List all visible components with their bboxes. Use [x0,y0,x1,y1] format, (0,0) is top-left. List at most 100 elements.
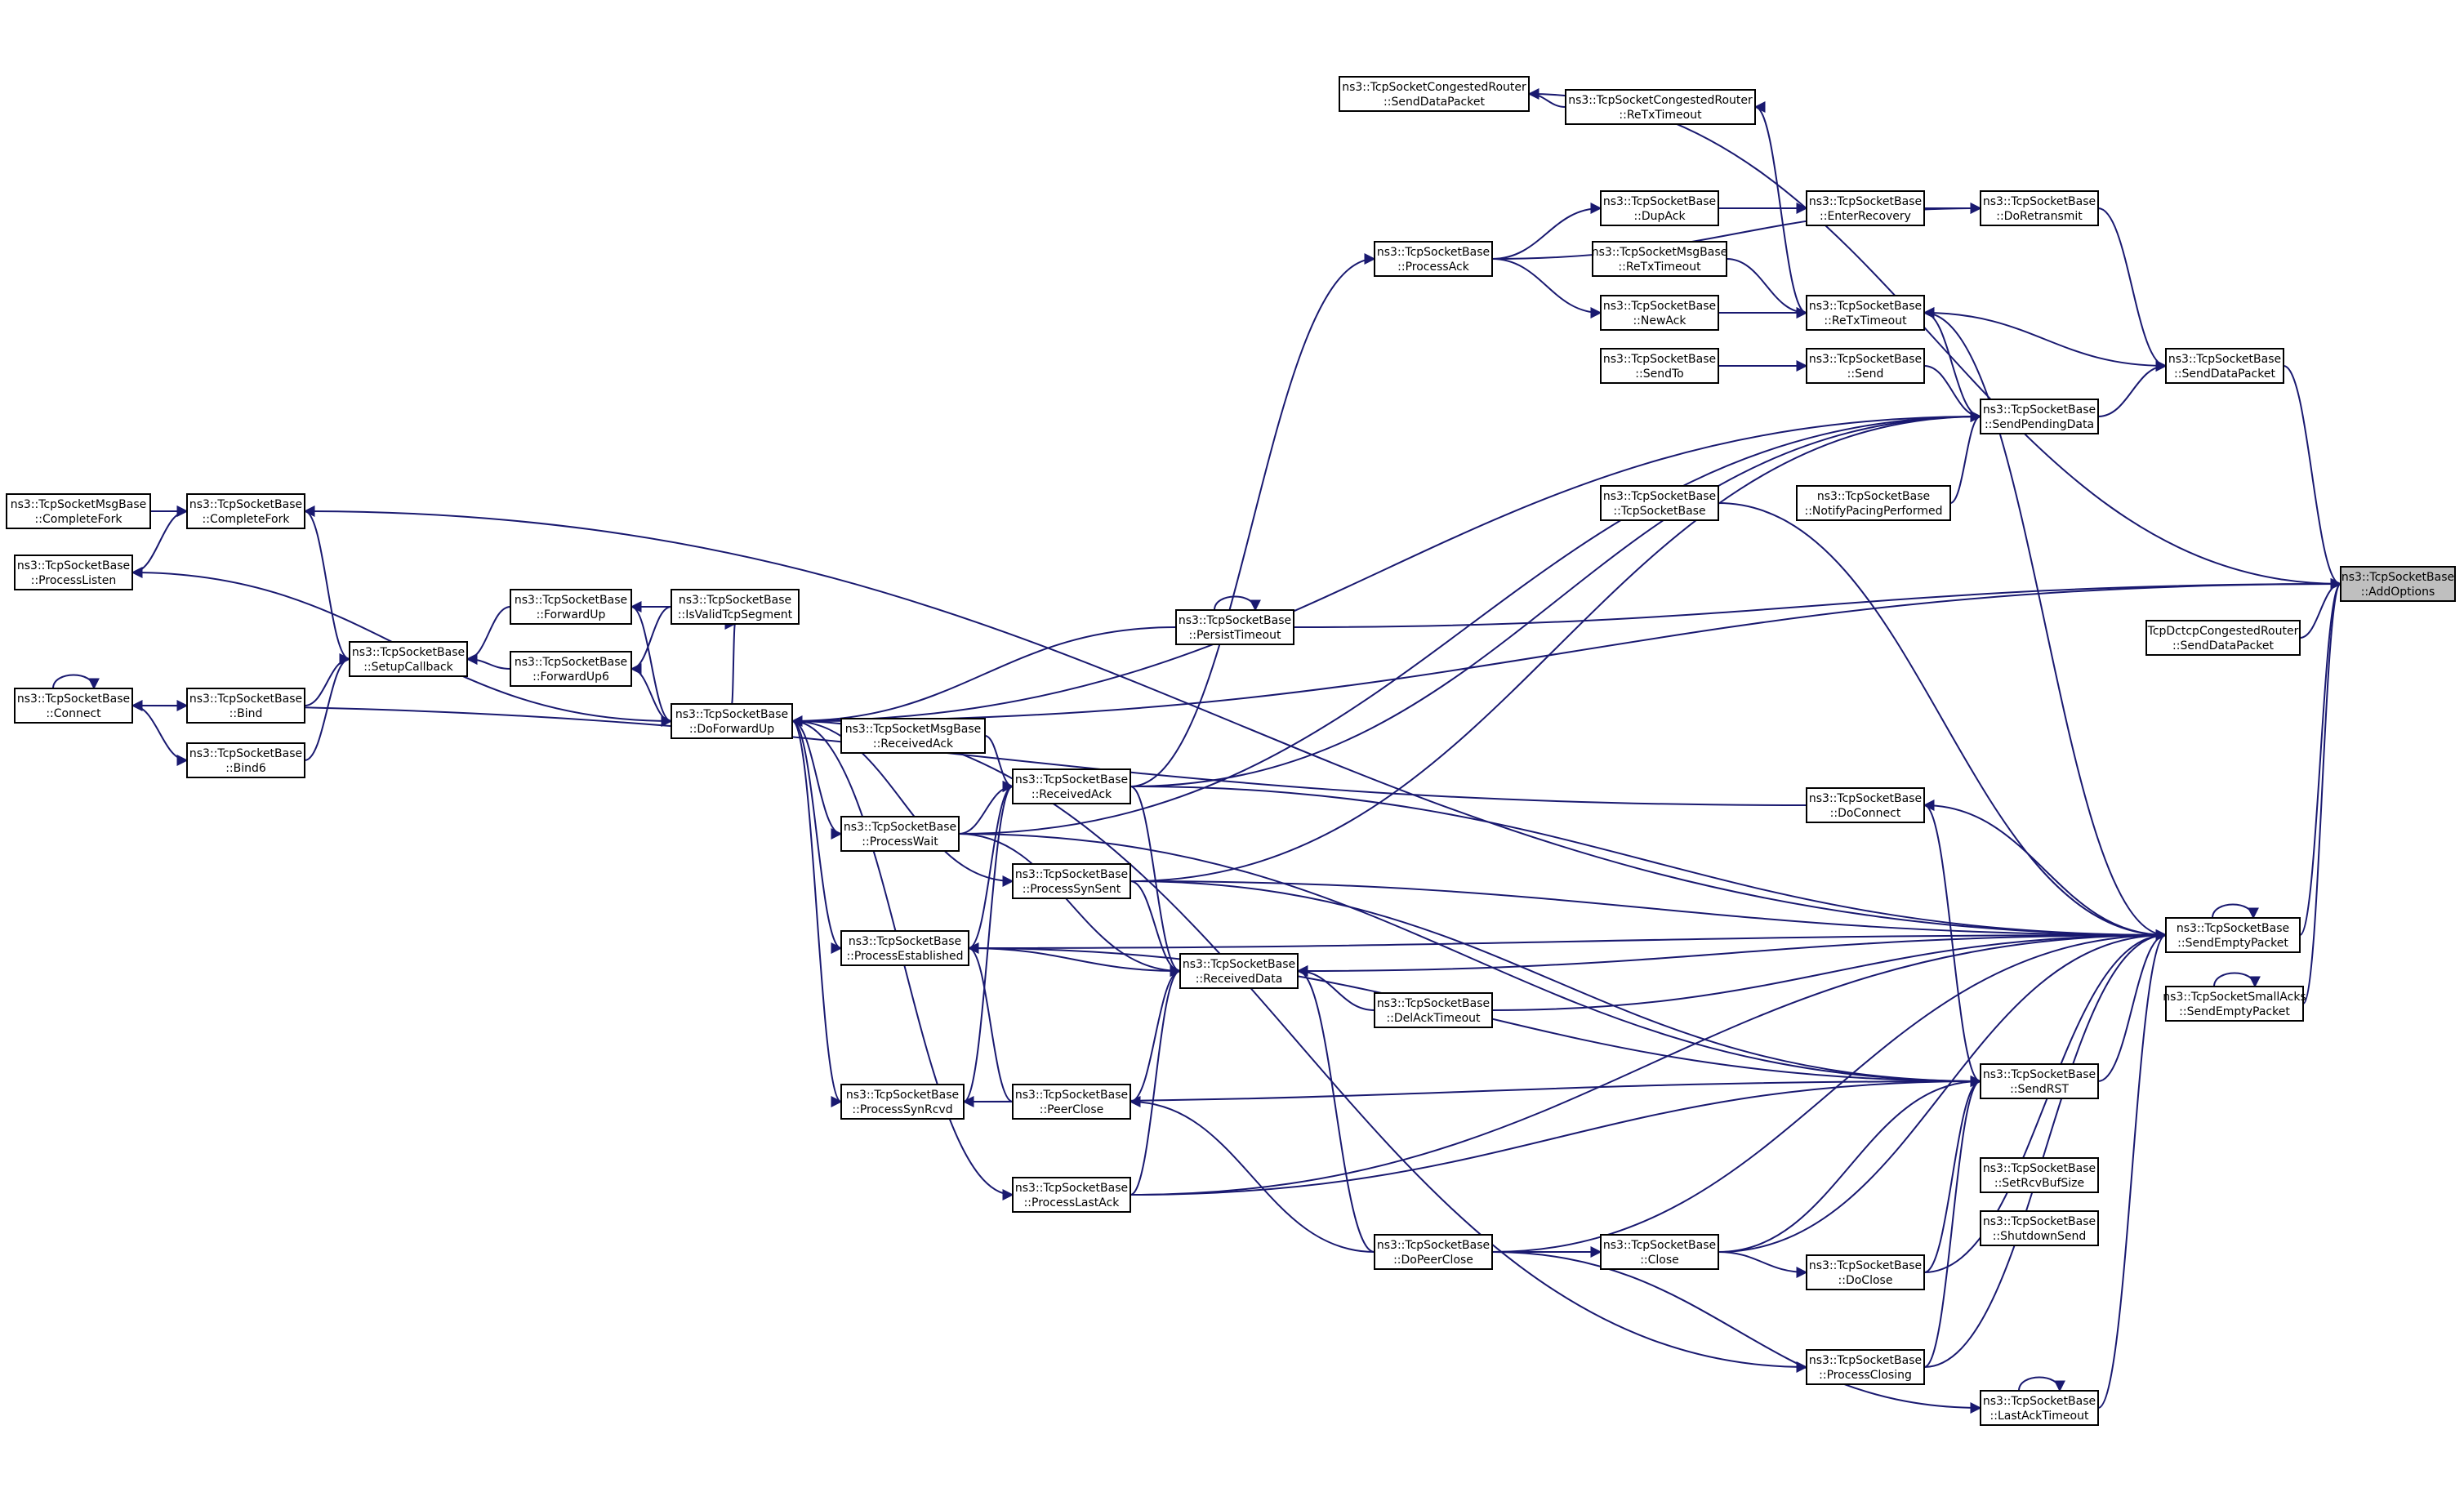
node-class-label: ns3::TcpSocketSmallAcks [2163,991,2306,1004]
node-box [840,816,960,852]
node-msg-re-tx[interactable]: ns3::TcpSocketMsgBase::ReTxTimeout [1592,241,1727,277]
node-persist-timeout[interactable]: ns3::TcpSocketBase::PersistTimeout [1175,609,1294,645]
node-class-label: ns3::TcpSocketMsgBase [1592,246,1727,259]
node-class-label: ns3::TcpSocketBase [17,559,130,572]
edge-ProcessLastAck-to-ReceivedData [1130,965,1182,1196]
node-dctcp-send-data[interactable]: TcpDctcpCongestedRouter::SendDataPacket [2145,620,2301,656]
node-class-label: ns3::TcpSocketBase [1983,195,2096,208]
node-peer-close[interactable]: ns3::TcpSocketBase::PeerClose [1012,1084,1131,1120]
node-is-valid-tcp[interactable]: ns3::TcpSocketBase::IsValidTcpSegment [671,589,800,625]
node-send-empty-packet[interactable]: ns3::TcpSocketBase::SendEmptyPacket [2165,917,2301,953]
node-send-to[interactable]: ns3::TcpSocketBase::SendTo [1600,348,1719,384]
node-set-rcv-buf-size[interactable]: ns3::TcpSocketBase::SetRcvBufSize [1980,1157,2099,1193]
edge-ProcessSynSent-to-SendPendingData [1130,411,1982,882]
node-method-label: ::ProcessAck [1397,261,1470,274]
node-msg-complete-fork[interactable]: ns3::TcpSocketMsgBase::CompleteFork [6,493,151,529]
node-send-rst[interactable]: ns3::TcpSocketBase::SendRST [1980,1063,2099,1099]
edge-PersistTimeout-to-AddOptions [1293,578,2342,628]
node-class-label: ns3::TcpSocketBase [1809,195,1922,208]
node-received-data[interactable]: ns3::TcpSocketBase::ReceivedData [1179,953,1299,989]
node-do-retransmit[interactable]: ns3::TcpSocketBase::DoRetransmit [1980,190,2099,226]
node-box [1806,190,1925,226]
node-do-peer-close[interactable]: ns3::TcpSocketBase::DoPeerClose [1374,1234,1493,1270]
edge-ProcessEstablished-to-ReceivedAck [968,781,1014,949]
node-box [671,589,800,625]
edge-ProcessAck-to-DupAck [1491,203,1602,260]
node-class-label: ns3::TcpSocketMsgBase [11,498,146,511]
node-method-label: ::DupAck [1633,210,1686,223]
edge-MsgReTx-to-ReTxTimeout [1726,258,1808,318]
node-msg-received-ack[interactable]: ns3::TcpSocketMsgBase::ReceivedAck [840,718,986,754]
node-method-label: ::ReceivedAck [873,737,954,751]
node-process-established[interactable]: ns3::TcpSocketBase::ProcessEstablished [840,930,969,966]
node-forward-up[interactable]: ns3::TcpSocketBase::ForwardUp [510,589,632,625]
node-process-closing[interactable]: ns3::TcpSocketBase::ProcessClosing [1806,1349,1925,1385]
node-dup-ack[interactable]: ns3::TcpSocketBase::DupAck [1600,190,1719,226]
node-process-listen[interactable]: ns3::TcpSocketBase::ProcessListen [14,555,133,590]
node-small-acks[interactable]: ns3::TcpSocketSmallAcks::SendEmptyPacket [2163,986,2306,1022]
node-cong-router-re-tx[interactable]: ns3::TcpSocketCongestedRouter::ReTxTimeo… [1565,89,1756,125]
node-process-ack[interactable]: ns3::TcpSocketBase::ProcessAck [1374,241,1493,277]
edge-ProcessWait-to-SendPendingData [958,411,1982,835]
node-method-label: ::ProcessSynSent [1023,883,1121,896]
node-process-last-ack[interactable]: ns3::TcpSocketBase::ProcessLastAck [1012,1177,1131,1213]
node-class-label: TcpDctcpCongestedRouter [2147,625,2299,638]
node-send-data-packet[interactable]: ns3::TcpSocketBase::SendDataPacket [2165,348,2284,384]
node-new-ack[interactable]: ns3::TcpSocketBase::NewAck [1600,295,1719,331]
node-process-syn-sent[interactable]: ns3::TcpSocketBase::ProcessSynSent [1012,863,1131,899]
node-enter-recovery[interactable]: ns3::TcpSocketBase::EnterRecovery [1806,190,1925,226]
edge-DoForwardUp-to-ProcessSynSent [791,720,1014,887]
node-notify-pacing[interactable]: ns3::TcpSocketBase::NotifyPacingPerforme… [1796,485,1951,521]
node-add-options[interactable]: ns3::TcpSocketBase::AddOptions [2340,566,2456,602]
node-class-label: ns3::TcpSocketBase [1603,490,1716,503]
node-method-label: ::IsValidTcpSegment [678,608,793,621]
node-close[interactable]: ns3::TcpSocketBase::Close [1600,1234,1719,1270]
node-cong-router-send-data[interactable]: ns3::TcpSocketCongestedRouter::SendDataP… [1339,76,1530,112]
nodes-layer: ns3::TcpSocketBase::AddOptionsns3::TcpSo… [6,76,2456,1426]
node-re-tx-timeout[interactable]: ns3::TcpSocketBase::ReTxTimeout [1806,295,1925,331]
edge-CongRouterReTx-to-CongRouterSendData [1527,88,1566,108]
node-bind[interactable]: ns3::TcpSocketBase::Bind [186,688,305,724]
node-process-syn-rcvd[interactable]: ns3::TcpSocketBase::ProcessSynRcvd [840,1084,965,1120]
node-do-close[interactable]: ns3::TcpSocketBase::DoClose [1806,1254,1925,1290]
node-class-label: ns3::TcpSocketBase [515,594,627,607]
edge-DoForwardUp-to-ProcessWait [791,720,843,840]
node-class-label: ns3::TcpSocketBase [1983,403,2096,416]
node-send-pending-data[interactable]: ns3::TcpSocketBase::SendPendingData [1980,399,2099,434]
node-shutdown-send[interactable]: ns3::TcpSocketBase::ShutdownSend [1980,1210,2099,1246]
node-class-label: ns3::TcpSocketBase [679,594,791,607]
node-class-label: ns3::TcpSocketBase [1983,1215,2096,1228]
node-connect[interactable]: ns3::TcpSocketBase::Connect [14,688,133,724]
node-box [1980,399,2099,434]
node-method-label: ::SetupCallback [363,661,453,674]
node-class-label: ns3::TcpSocketBase [515,656,627,669]
node-del-ack-timeout[interactable]: ns3::TcpSocketBase::DelAckTimeout [1374,992,1493,1028]
node-class-label: ns3::TcpSocketBase [17,693,130,706]
node-complete-fork[interactable]: ns3::TcpSocketBase::CompleteFork [186,493,305,529]
node-do-connect[interactable]: ns3::TcpSocketBase::DoConnect [1806,787,1925,823]
node-last-ack-timeout[interactable]: ns3::TcpSocketBase::LastAckTimeout [1980,1390,2099,1426]
node-method-label: ::ProcessClosing [1819,1369,1912,1382]
node-forward-up6[interactable]: ns3::TcpSocketBase::ForwardUp6 [510,651,632,687]
node-box [1980,1390,2099,1426]
node-bind6[interactable]: ns3::TcpSocketBase::Bind6 [186,742,305,778]
edge-DoPeerClose-to-ReceivedData [1296,965,1375,1253]
edge-DoConnect-to-Connect [131,700,1807,806]
node-box [1339,76,1530,112]
node-box [1806,1254,1925,1290]
edge-DoForwardUp-to-IsValidTcp [724,618,737,705]
edge-DoForwardUp-to-ProcessClosing [791,720,1808,1373]
node-method-label: ::ProcessSynRcvd [852,1103,952,1116]
edge-DoForwardUp-to-ProcessEstablished [791,720,843,954]
node-do-forward-up[interactable]: ns3::TcpSocketBase::DoForwardUp [671,703,793,739]
node-box [2145,620,2301,656]
node-method-label: ::DelAckTimeout [1386,1012,1481,1025]
node-process-wait[interactable]: ns3::TcpSocketBase::ProcessWait [840,816,960,852]
edge-ProcessSynSent-to-SendRST [1130,880,1982,1087]
node-send[interactable]: ns3::TcpSocketBase::Send [1806,348,1925,384]
node-box [6,493,151,529]
node-received-ack[interactable]: ns3::TcpSocketBase::ReceivedAck [1012,768,1131,804]
node-ctor[interactable]: ns3::TcpSocketBase::TcpSocketBase [1600,485,1719,521]
node-setup-callback[interactable]: ns3::TcpSocketBase::SetupCallback [349,641,468,677]
edge-PersistTimeout-to-PersistTimeout [1214,595,1261,612]
